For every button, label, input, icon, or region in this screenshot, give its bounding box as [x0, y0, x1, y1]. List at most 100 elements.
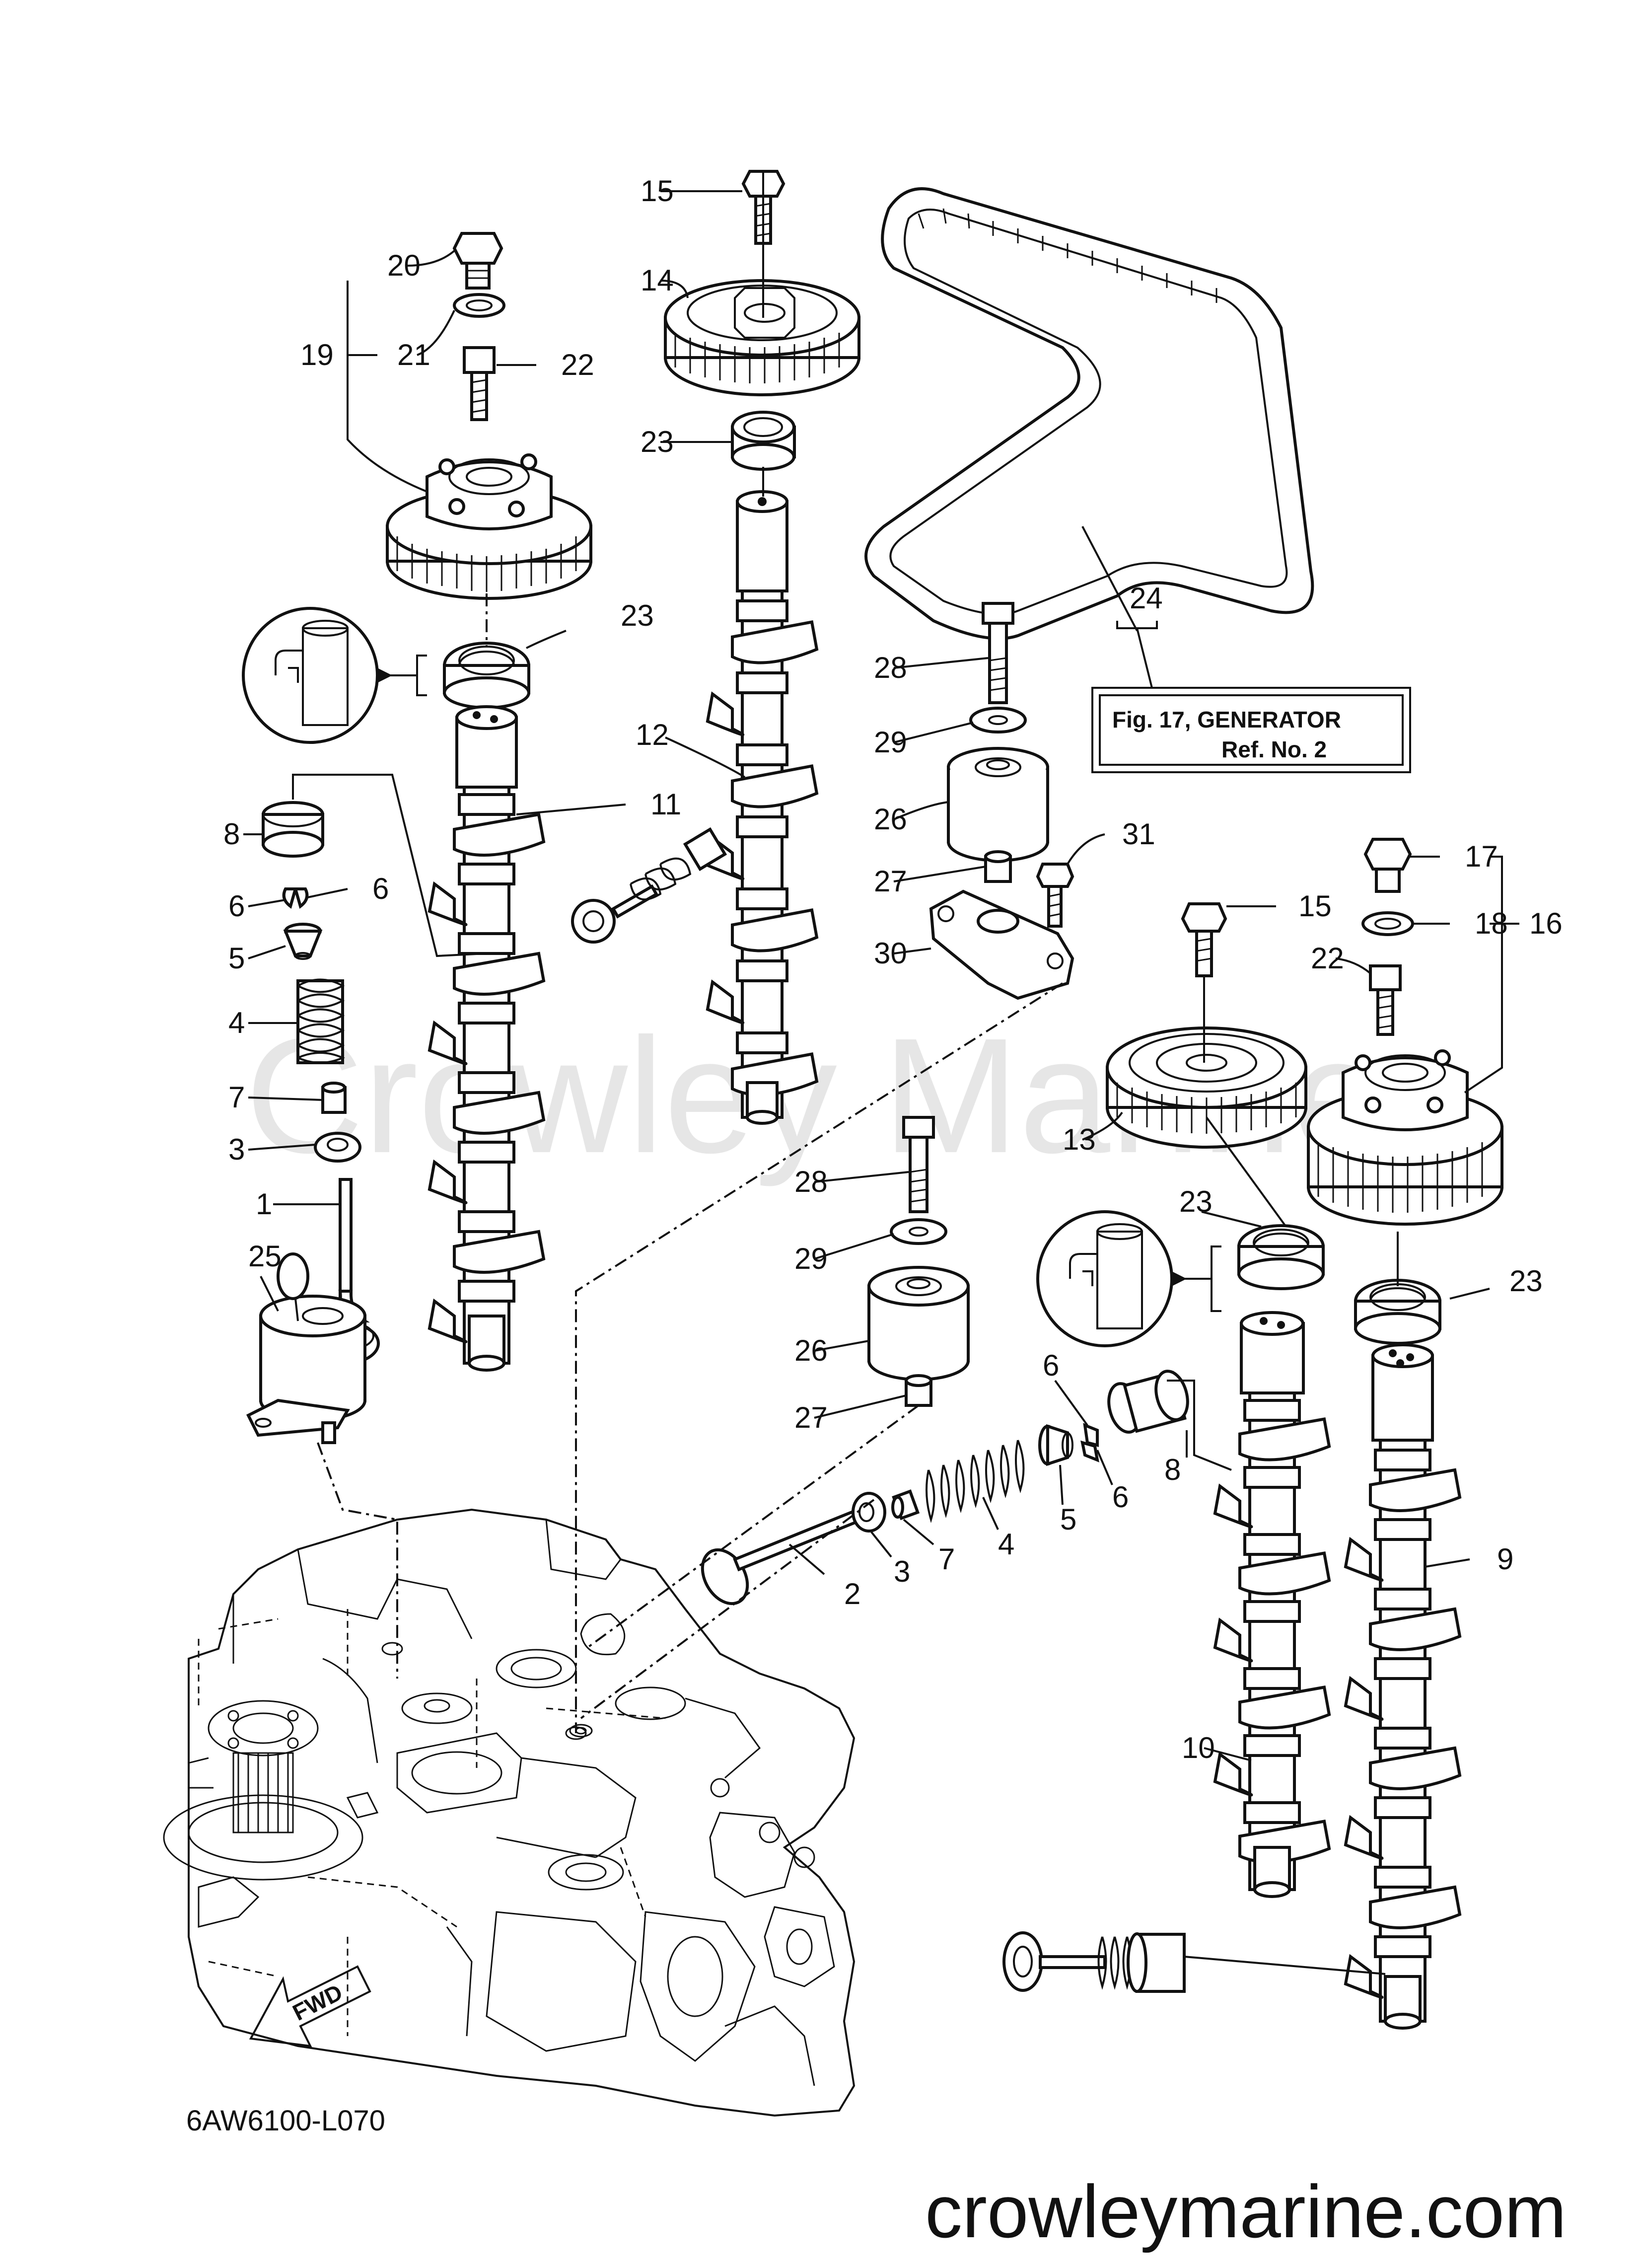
valve-cotters-6-lower — [1080, 1423, 1099, 1463]
callout-c19: 19 — [300, 338, 334, 371]
cam-journal — [458, 1210, 515, 1233]
callout-c14: 14 — [641, 264, 674, 297]
callout-c6d: 6 — [1112, 1480, 1129, 1514]
callout-c26a: 26 — [874, 803, 907, 836]
cam-journal — [1374, 1796, 1431, 1819]
callout-c7b: 7 — [938, 1542, 955, 1576]
bolt-22-left — [463, 346, 496, 421]
reference-box-line2: Ref. No. 2 — [1221, 736, 1327, 762]
callout-c13: 13 — [1063, 1123, 1096, 1156]
callout-c3b: 3 — [894, 1555, 910, 1588]
cam-lobe — [1369, 1746, 1462, 1790]
cam-pulley-14 — [664, 279, 860, 396]
cam-lobe — [453, 951, 546, 996]
cam-journal — [736, 815, 788, 838]
callout-c11: 11 — [650, 788, 681, 821]
cam-lobe — [428, 1298, 468, 1343]
idler-collar-27-upper — [984, 850, 1012, 883]
plug-bolt-20 — [452, 232, 503, 290]
cam-pulley-16 — [1307, 1049, 1503, 1226]
spring-retainer-5-lower — [1038, 1424, 1073, 1466]
cam-lobe — [1369, 1468, 1462, 1512]
tappet-8-lower — [1107, 1370, 1189, 1434]
cam-lobe — [731, 620, 819, 664]
valve-spring-4-left — [296, 978, 345, 1064]
callout-c7a: 7 — [228, 1081, 245, 1114]
footer-url: crowleymarine.com — [925, 2170, 1567, 2253]
cam-lobe — [1344, 1676, 1384, 1721]
leader-lines — [243, 171, 1519, 1975]
callout-c18: 18 — [1475, 907, 1508, 940]
cam-lobe — [1213, 1617, 1253, 1663]
cam-lobe — [706, 979, 745, 1024]
cam-journal — [458, 863, 515, 885]
camshaft-10 — [1213, 1311, 1331, 1898]
washer-21 — [453, 293, 505, 318]
cam-lobe — [1238, 1417, 1331, 1462]
cam-lobe — [731, 764, 819, 808]
spring-seat-3-lower — [852, 1492, 886, 1533]
callout-c16: 16 — [1529, 907, 1563, 940]
camshaft-9 — [1344, 1343, 1462, 2030]
callout-c27b: 27 — [794, 1401, 828, 1434]
cam-journal — [1374, 1518, 1431, 1541]
callout-c9: 9 — [1497, 1542, 1513, 1576]
callout-c28b: 28 — [794, 1165, 828, 1198]
cam-lobe — [1238, 1551, 1331, 1596]
callout-c15a: 15 — [641, 174, 674, 208]
idler-pulley-26-upper — [947, 747, 1049, 862]
callout-c25: 25 — [248, 1240, 282, 1273]
cam-lobe — [1344, 1815, 1384, 1860]
cam-journal — [458, 1002, 515, 1024]
oil-seal-23-upper — [731, 411, 796, 471]
sealant-callout-right — [1036, 1210, 1221, 1347]
timing-belt — [864, 187, 1314, 640]
cam-journal — [1243, 1600, 1301, 1623]
cam-journal — [1243, 1533, 1301, 1556]
cam-journal — [736, 959, 788, 982]
valve-seal-7-lower — [891, 1489, 920, 1521]
spring-retainer-5-left — [283, 923, 323, 960]
oil-seal-23-left — [443, 642, 530, 709]
idler-bracket-30 — [929, 889, 1074, 1000]
plug-bolt-17 — [1363, 838, 1412, 893]
callout-c12: 12 — [636, 718, 669, 751]
cam-journal — [736, 599, 788, 622]
callout-c5a: 5 — [228, 942, 245, 975]
cam-journal — [1374, 1935, 1431, 1958]
cam-journal — [1374, 1866, 1431, 1889]
spring-seat-3-left — [314, 1132, 361, 1163]
idler-collar-27-lower — [905, 1374, 932, 1407]
oil-seal-23-right-b — [1354, 1279, 1441, 1345]
reference-box-line1: Fig. 17, GENERATOR — [1112, 707, 1341, 732]
cam-journal — [1243, 1667, 1301, 1690]
callout-c31: 31 — [1122, 817, 1155, 851]
bolt-15-mid — [1181, 902, 1227, 977]
cam-journal — [458, 1141, 515, 1164]
callout-c5b: 5 — [1060, 1503, 1076, 1536]
idler-washer-29-upper — [969, 707, 1027, 733]
cam-journal — [1243, 1801, 1301, 1824]
cam-journal — [458, 1071, 515, 1094]
cam-lobe — [428, 881, 468, 926]
cam-lobe — [453, 1230, 546, 1274]
valve-seal-7-left — [321, 1082, 347, 1114]
cam-lobe — [1238, 1685, 1331, 1730]
callout-c8a: 8 — [223, 817, 240, 851]
callout-c23a: 23 — [641, 425, 674, 458]
callout-c24: 24 — [1130, 582, 1163, 615]
callout-c6c: 6 — [1043, 1349, 1059, 1382]
bolt-31 — [1036, 863, 1074, 928]
assembly-lines — [317, 593, 1064, 1733]
cam-journal — [1374, 1588, 1431, 1610]
cam-lobe — [1344, 1536, 1384, 1582]
idler-bolt-28-lower — [902, 1116, 935, 1213]
callout-c29b: 29 — [794, 1242, 828, 1275]
callout-c27a: 27 — [874, 865, 907, 898]
lifter-assembly-right — [1002, 1931, 1186, 1993]
tappet-8-left — [262, 801, 324, 858]
valve-cotters-6-left — [282, 887, 309, 909]
cam-journal — [1243, 1734, 1301, 1757]
callout-c23c: 23 — [1179, 1185, 1213, 1218]
